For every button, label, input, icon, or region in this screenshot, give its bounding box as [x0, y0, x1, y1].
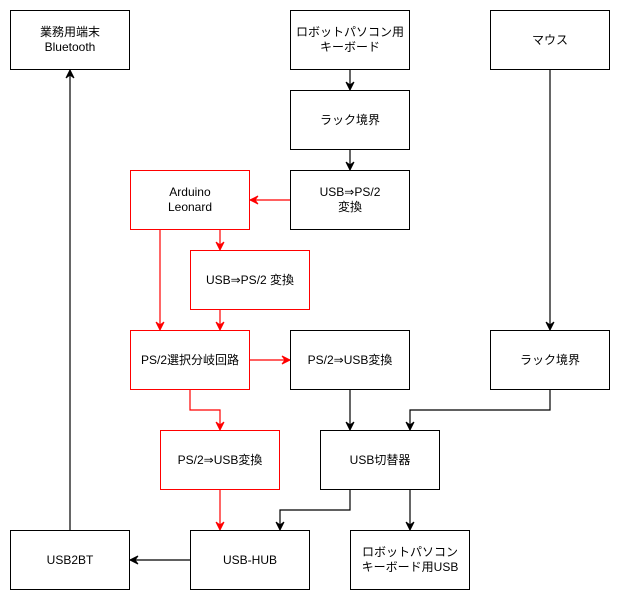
node-usb-ps2-converter-1[interactable]: USB⇒PS/2 変換 [290, 170, 410, 230]
arrowhead-icon [281, 355, 292, 365]
node-label: PS/2⇒USB変換 [177, 452, 263, 467]
connector-usb-ps2-converter-1-to-arduino-leonard [248, 195, 290, 205]
node-label: PS/2選択分岐回路 [140, 352, 240, 367]
node-label: マウス [531, 32, 568, 47]
arrowhead-icon [405, 521, 415, 532]
connector-line [189, 390, 221, 430]
node-label: Arduino Leonard [167, 185, 213, 214]
arrowhead-icon [65, 68, 75, 79]
node-usb-hub[interactable]: USB-HUB [190, 530, 310, 590]
arrowhead-icon [128, 555, 139, 565]
node-robot-pc-keyboard-usb[interactable]: ロボットパソコン キーボード用USB [350, 530, 470, 590]
connector-line [279, 490, 351, 530]
node-label: ラック境界 [319, 112, 380, 127]
arrowhead-icon [155, 321, 165, 332]
node-label: USB切替器 [349, 452, 411, 467]
node-arduino-leonard[interactable]: Arduino Leonard [130, 170, 250, 230]
arrowhead-icon [215, 521, 225, 532]
connector-usb2bt-to-business-terminal [65, 68, 75, 530]
node-label: 業務用端末 Bluetooth [39, 25, 100, 54]
arrowhead-icon [215, 421, 225, 432]
connector-ps2-selector-branch-to-ps2-usb-converter-2 [189, 390, 225, 432]
node-ps2-usb-converter-2[interactable]: PS/2⇒USB変換 [160, 430, 280, 490]
connector-rack-boundary-1-to-usb-ps2-converter-1 [345, 150, 355, 172]
node-label: PS/2⇒USB変換 [307, 352, 393, 367]
arrowhead-icon [215, 321, 225, 332]
node-business-terminal[interactable]: 業務用端末 Bluetooth [10, 10, 130, 70]
connector-robot-pc-keyboard-to-rack-boundary-1 [345, 70, 355, 92]
connector-ps2-usb-converter-2-to-usb-hub [215, 490, 225, 532]
arrowhead-icon [405, 421, 415, 432]
connector-line [409, 390, 551, 430]
node-usb-switch[interactable]: USB切替器 [320, 430, 440, 490]
arrowhead-icon [248, 195, 259, 205]
node-label: USB⇒PS/2 変換 [205, 272, 295, 287]
node-usb2bt[interactable]: USB2BT [10, 530, 130, 590]
connector-mouse-to-rack-boundary-2 [545, 70, 555, 332]
node-rack-boundary-1[interactable]: ラック境界 [290, 90, 410, 150]
connector-arduino-leonard-to-usb-ps2-converter-2 [215, 230, 225, 252]
arrowhead-icon [215, 241, 225, 252]
node-ps2-selector-branch[interactable]: PS/2選択分岐回路 [130, 330, 250, 390]
connector-usb-hub-to-usb2bt [128, 555, 190, 565]
connector-usb-switch-to-robot-pc-keyboard-usb [405, 490, 415, 532]
node-label: USB2BT [46, 552, 94, 567]
node-mouse[interactable]: マウス [490, 10, 610, 70]
arrowhead-icon [345, 81, 355, 92]
connector-ps2-selector-branch-to-ps2-usb-converter-1 [250, 355, 292, 365]
connector-ps2-usb-converter-1-to-usb-switch [345, 390, 355, 432]
connector-rack-boundary-2-to-usb-switch [405, 390, 551, 432]
node-label: ロボットパソコン用 キーボード [295, 25, 404, 54]
node-usb-ps2-converter-2[interactable]: USB⇒PS/2 変換 [190, 250, 310, 310]
node-label: ラック境界 [519, 352, 580, 367]
node-label: USB-HUB [222, 552, 277, 567]
arrowhead-icon [345, 421, 355, 432]
node-rack-boundary-2[interactable]: ラック境界 [490, 330, 610, 390]
node-label: USB⇒PS/2 変換 [319, 185, 381, 214]
arrowhead-icon [545, 321, 555, 332]
connector-arduino-leonard-to-ps2-selector-branch [155, 230, 165, 332]
node-robot-pc-keyboard[interactable]: ロボットパソコン用 キーボード [290, 10, 410, 70]
connector-usb-ps2-converter-2-to-ps2-selector-branch [215, 310, 225, 332]
connector-usb-switch-to-usb-hub [275, 490, 351, 532]
arrowhead-icon [345, 161, 355, 172]
arrowhead-icon [275, 521, 285, 532]
node-label: ロボットパソコン キーボード用USB [361, 545, 459, 574]
node-ps2-usb-converter-1[interactable]: PS/2⇒USB変換 [290, 330, 410, 390]
